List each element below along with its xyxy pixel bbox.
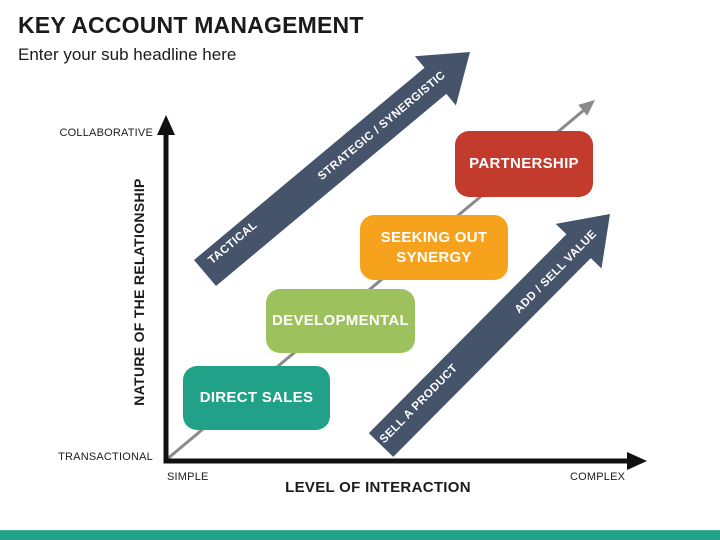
stage-label: DIRECT SALES <box>199 389 314 407</box>
x-axis-right-label: COMPLEX <box>570 471 626 483</box>
trend-arrow-head-icon <box>578 100 595 116</box>
x-axis-arrow-icon <box>627 452 647 470</box>
stage-box-seeking-out-synergy: SEEKING OUT SYNERGY <box>360 215 508 280</box>
lower-arrow-icon <box>368 214 610 457</box>
y-axis-title: NATURE OF THE RELATIONSHIP <box>131 178 147 406</box>
upper-arrow-icon <box>194 52 470 286</box>
y-axis-bottom-label: TRANSACTIONAL <box>58 451 153 463</box>
y-axis-arrow-icon <box>157 115 175 135</box>
stage-box-developmental: DEVELOPMENTAL <box>266 289 415 353</box>
stage-label: SEEKING OUT SYNERGY <box>380 229 488 266</box>
stage-label: PARTNERSHIP <box>469 155 579 173</box>
slide-title: KEY ACCOUNT MANAGEMENT <box>18 12 364 38</box>
stage-box-direct-sales: DIRECT SALES <box>183 366 330 430</box>
footer-accent-bar <box>0 530 720 540</box>
stage-box-partnership: PARTNERSHIP <box>455 131 593 197</box>
y-axis-top-label: COLLABORATIVE <box>59 127 153 139</box>
slide-subtitle: Enter your sub headline here <box>18 45 237 64</box>
stage-label: DEVELOPMENTAL <box>272 312 409 330</box>
x-axis-title: LEVEL OF INTERACTION <box>285 479 471 496</box>
x-axis-left-label: SIMPLE <box>167 471 209 483</box>
